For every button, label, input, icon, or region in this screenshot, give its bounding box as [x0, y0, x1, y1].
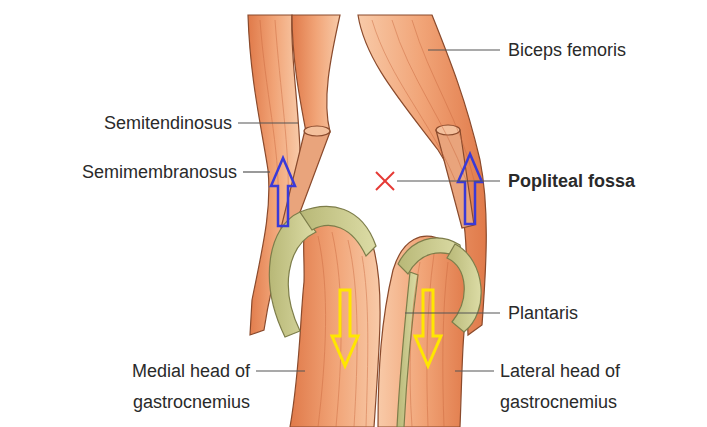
leader-line [243, 171, 270, 172]
leader-line [397, 180, 500, 181]
leader-line [455, 370, 494, 371]
leader-line [256, 370, 305, 371]
fossa-marker [376, 172, 394, 190]
plantaris-muscle [397, 272, 418, 427]
lateral-gastrocnemius [378, 236, 468, 427]
leader-line [428, 49, 500, 50]
part-label: Popliteal fossa [508, 170, 698, 192]
pull-arrow [415, 290, 441, 366]
pull-arrow [332, 290, 358, 366]
part-label: Biceps femoris [508, 39, 698, 61]
muscle-fibres [260, 20, 474, 427]
tendon-end [304, 126, 330, 136]
pull-arrow [271, 158, 295, 226]
semitendinosus-muscle [292, 15, 340, 132]
part-label: Plantaris [508, 302, 698, 324]
medial-tendon-loop [269, 212, 316, 337]
leader-line [238, 122, 298, 123]
pull-arrow [458, 154, 482, 224]
part-label: Semimembranosus [4, 161, 237, 183]
medial-tendon-cap [300, 206, 376, 256]
part-label: Lateral head of gastrocnemius [500, 356, 650, 418]
lateral-tendon-loop [447, 244, 481, 332]
part-label: Semitendinosus [40, 112, 232, 134]
leader-line [405, 312, 500, 313]
part-label: Medial head of gastrocnemius [106, 356, 250, 418]
